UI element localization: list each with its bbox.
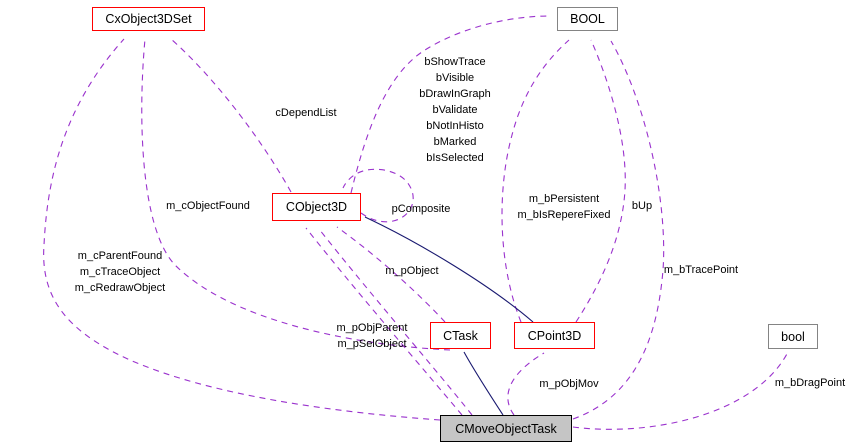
edge-label-m-credrawobject: m_cRedrawObject [74,282,166,294]
edge-label-objparent-group: m_pObjParent m_pSelObject [337,320,408,352]
edge-label-m-pselobject: m_pSelObject [337,338,407,350]
edge-cmoveobjecttask-to-bool [572,40,665,420]
edge-label-bnotinhisto: bNotInHisto [426,120,484,132]
edge-cmoveobjecttask-to-cpoint3d [507,352,545,416]
edge-label-bmarked: bMarked [433,136,477,148]
edge-label-persistent-group: m_bPersistent m_bIsRepereFixed [518,191,611,223]
edge-label-bool-members: bShowTrace bVisible bDrawInGraph bValida… [419,54,491,166]
edge-label-pcomposite: pComposite [391,203,451,215]
edge-cmoveobjecttask-inherits-ctask [463,351,504,416]
edge-cobject3d-to-bool [350,15,550,194]
edge-cmoveobjecttask-to-cobject3d-b [318,228,473,416]
edge-label-m-pobjparent: m_pObjParent [336,322,408,334]
edge-label-m-bpersistent: m_bPersistent [528,193,600,205]
edge-label-m-bisreperefixed: m_bIsRepereFixed [517,209,611,221]
edge-ctask-to-cobject3d [336,226,446,323]
edge-cpoint3d-to-bool-bup [575,39,626,323]
edge-cmoveobjecttask-to-bool-lower [572,351,789,430]
edge-label-bisselected: bIsSelected [426,152,484,164]
edge-label-bvalidate: bValidate [432,104,478,116]
node-cpoint3d[interactable]: CPoint3D [514,322,595,349]
node-cxobject3dset[interactable]: CxObject3DSet [92,7,205,31]
edge-label-bvisible: bVisible [435,72,475,84]
edge-label-m-cparentfound: m_cParentFound [77,250,163,262]
node-cobject3d[interactable]: CObject3D [272,193,361,221]
edge-label-bshowtrace: bShowTrace [424,56,486,68]
node-ctask[interactable]: CTask [430,322,491,349]
edge-label-cdependlist: cDependList [275,107,337,119]
node-bool-upper: BOOL [557,7,618,31]
node-bool-lower: bool [768,324,818,349]
edge-cmoveobjecttask-to-cobject3d-a [305,227,463,416]
edge-cobject3d-self-loop [342,168,414,223]
edge-label-m-pobject: m_pObject [385,265,439,277]
node-cmoveobjecttask: CMoveObjectTask [440,415,572,442]
edge-label-m-cobjectfound: m_cObjectFound [166,200,250,212]
edge-label-m-ctraceobject: m_cTraceObject [79,266,161,278]
edge-label-bup: bUp [631,200,653,212]
edge-ctask-to-cxobject3dset [141,38,451,351]
edge-label-m-pobjmov: m_pObjMov [539,378,599,390]
edge-label-bdrawingraph: bDrawInGraph [419,88,491,100]
edge-cmoveobjecttask-to-cxobject3dset [43,38,441,421]
edge-cpoint3d-to-bool-persistent [501,39,570,323]
edge-label-m-bdragpoint: m_bDragPoint [774,377,846,389]
edge-cpoint3d-inherits-cobject3d [364,216,534,323]
edge-cobject3d-to-cxobject3dset [170,38,292,193]
edge-label-m-btracepoint: m_bTracePoint [663,264,739,276]
edge-label-parent-group: m_cParentFound m_cTraceObject m_cRedrawO… [75,248,165,296]
